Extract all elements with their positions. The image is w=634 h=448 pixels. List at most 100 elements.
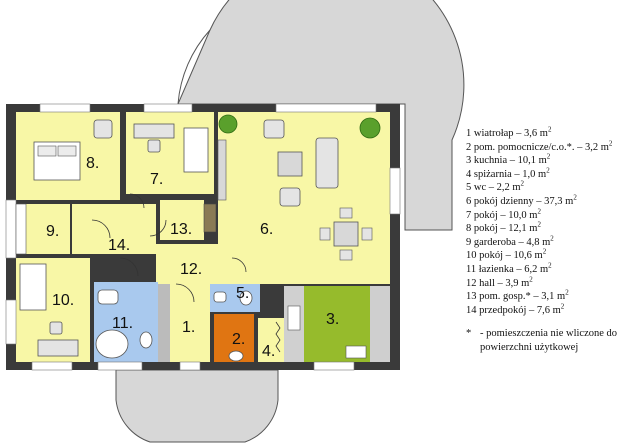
legend-unit-sup: 2 [560,302,565,311]
room-13 [160,200,204,240]
legend-area: 3,6 [524,128,538,139]
window [143,103,193,113]
legend-unit: m [539,236,551,248]
room-6 [218,112,390,284]
window [389,167,401,215]
stove [287,305,301,331]
legend-row: 3 kuchnia – 10,1 m2 [466,153,634,168]
legend-row: 10 pokój – 10,6 m2 [466,248,634,263]
legend-room-name: pokój [479,250,504,262]
room-1 [170,284,210,362]
room-12 [156,244,218,284]
legend-dash: – [513,128,525,139]
dining-chair [319,227,331,241]
legend-room-name: kuchnia [473,155,508,167]
legend-row: 14 przedpokój – 7,6 m2 [466,302,634,318]
room-label-8: 8. [86,155,99,172]
legend-room-name: łazienka [478,263,514,275]
legend-unit-sup: 2 [547,125,552,134]
legend-unit: m [537,263,549,275]
doors [91,193,247,303]
round-terrace [177,0,465,231]
toilet [139,331,153,349]
dining-chair [361,227,373,241]
legend-unit-sup: 2 [537,220,541,229]
legend-area: 6,2 [524,263,538,275]
room-label-9: 9. [46,223,59,240]
legend-unit-sup: 2 [550,234,554,243]
window [313,361,355,371]
legend-room-name: hall [479,277,495,289]
dining-chair [339,207,353,219]
pillow [37,145,57,157]
legend-room-name: pom. pomocnicze/c.o.*. [473,141,575,153]
legend-row: 2 pom. pomocnicze/c.o.*. – 3,2 m2 [466,139,634,155]
chair [49,321,63,335]
front-terrace [115,369,279,443]
legend-number: 1 [466,128,474,139]
legend-room-name: spiżarnia [473,168,512,180]
legend-room-name: wc [473,182,487,194]
legend-unit: m [509,182,521,194]
legend-row: 5 wc – 2,2 m2 [466,180,634,195]
window [275,103,377,113]
armchair [263,119,285,139]
legend-number: 7 [466,209,474,221]
legend-area: 1,0 [522,168,536,180]
legend-unit: m [562,195,574,207]
legend-room-name: pokój [473,223,498,235]
bathtub [95,329,129,359]
window [31,361,73,371]
legend-unit: m [537,128,548,139]
legend-unit: m [535,168,547,180]
window [179,361,201,371]
note-star: * [466,328,472,340]
window [5,199,17,259]
legend-area: 7,6 [536,304,550,316]
room-label-14: 14. [108,237,130,254]
legend-number: 9 [466,236,474,248]
legend-row: 6 pokój dzienny – 37,3 m2 [466,193,634,209]
wardrobe [15,203,27,255]
legend-dash: – [513,263,525,275]
legend-unit-sup: 2 [573,193,577,202]
room-label-1: 1. [182,319,195,336]
desk [133,123,175,139]
legend-unit-sup: 2 [608,139,613,148]
legend-dash: – [530,291,542,303]
kitchen-sink [345,345,367,359]
legend-dash: – [486,182,497,194]
legend-unit: m [531,250,543,262]
legend-number: 10 [466,250,480,262]
legend-dash: – [511,168,523,180]
dining-table [333,221,359,247]
legend-area: 10,0 [508,209,527,221]
room-label-5: 5. [236,285,249,302]
shaft [158,284,170,362]
legend-room-name: wiatrołap [473,128,514,139]
legend-row: 13 pom. gosp.* – 3,1 m2 [466,289,634,304]
legend-dash: – [515,236,527,248]
plant-icon [359,117,381,139]
legend-room-name: pokój [473,209,498,221]
legend-unit: m [536,155,547,167]
legend-room-name: garderoba [473,236,516,248]
fireplace [203,203,217,233]
desk [37,339,79,357]
legend-unit-sup: 2 [537,207,541,216]
bed [19,263,47,311]
legend-unit-sup: 2 [529,275,533,284]
room-label-4: 4. [262,343,275,360]
legend-dash: – [494,277,506,289]
legend-row: 4 spiżarnia – 1,0 m2 [466,167,634,182]
legend-number: 11 [466,263,479,275]
legend-row: 11 łazienka – 6,2 m2 [466,262,634,277]
room-label-3: 3. [326,311,339,328]
room-label-10: 10. [52,292,74,309]
room-14 [72,204,156,254]
legend-area: 3,9 [505,277,519,289]
legend-number: 5 [466,182,474,194]
legend-dash: – [507,155,518,167]
